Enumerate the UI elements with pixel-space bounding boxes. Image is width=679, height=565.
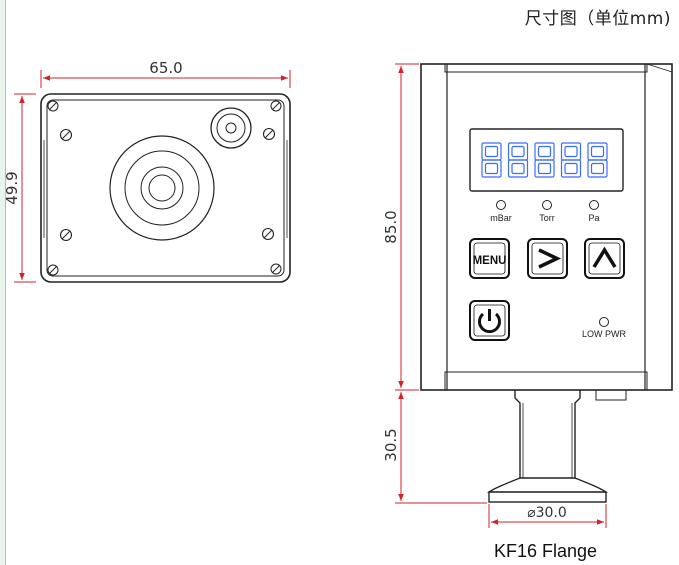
next-button[interactable] xyxy=(527,238,568,279)
display-digit xyxy=(507,142,529,178)
corner-screw-2 xyxy=(270,100,282,112)
digit-segment xyxy=(590,162,605,175)
dimension-label-body: 85.0 xyxy=(382,210,400,243)
display-digit xyxy=(534,142,555,178)
unit-label-torr: Torr xyxy=(539,213,555,223)
digit-segment xyxy=(537,145,552,158)
screw-bottom-right xyxy=(261,227,275,241)
corner-screw-1 xyxy=(47,100,59,112)
led-pa xyxy=(589,200,599,210)
menu-button[interactable]: MENU xyxy=(469,238,510,279)
display-digit xyxy=(481,142,502,178)
top-view xyxy=(14,70,291,283)
digit-segment xyxy=(511,162,525,175)
screw-top-left xyxy=(59,128,73,142)
digit-segment xyxy=(537,162,552,175)
stem-and-flange xyxy=(486,390,609,503)
display-window xyxy=(469,128,624,192)
low-power-indicator: LOW PWR xyxy=(582,317,626,339)
unit-label-mbar: mBar xyxy=(490,213,512,223)
up-button[interactable] xyxy=(584,238,625,279)
dimension-label-height: 49.9 xyxy=(3,171,21,204)
digit-segment xyxy=(590,145,605,158)
flange-caption: KF16 Flange xyxy=(494,541,598,561)
digit-segment xyxy=(481,142,502,161)
digit-segment xyxy=(511,145,525,158)
digit-segment xyxy=(534,142,555,161)
digit-segment xyxy=(507,142,529,161)
sensor-port xyxy=(109,135,215,241)
corner-screw-3 xyxy=(47,264,59,276)
digit-segment xyxy=(587,142,608,161)
digit-segment xyxy=(507,159,529,178)
dimension-label-flange: ⌀30.0 xyxy=(527,505,567,521)
connector-port xyxy=(210,107,252,149)
page-title: 尺寸图（单位mm) xyxy=(524,9,671,29)
chevron-up-icon xyxy=(592,246,617,268)
low-power-label: LOW PWR xyxy=(582,329,626,339)
display-digit xyxy=(560,142,582,178)
digit-segment xyxy=(481,159,502,178)
corner-screw-4 xyxy=(270,263,282,275)
led-low-power xyxy=(599,317,609,327)
unit-label-pa: Pa xyxy=(588,213,599,223)
digit-segment xyxy=(564,162,578,175)
led-torr xyxy=(542,200,552,210)
digit-segment xyxy=(484,162,499,175)
digit-segment xyxy=(560,159,582,178)
unit-indicators: mBar Torr Pa xyxy=(490,200,600,223)
front-view xyxy=(420,63,673,401)
menu-button-label: MENU xyxy=(473,255,507,267)
page-left-border xyxy=(0,0,6,565)
chevron-right-icon xyxy=(538,248,562,269)
digit-segment xyxy=(587,159,608,178)
dimension-label-width: 65.0 xyxy=(149,59,182,77)
power-button[interactable] xyxy=(469,300,510,341)
digit-segment xyxy=(564,145,578,158)
dimension-label-stem: 30.5 xyxy=(382,428,400,461)
screw-bottom-left xyxy=(59,228,73,242)
digit-segment xyxy=(534,159,555,178)
digit-segment xyxy=(484,145,499,158)
screw-top-right xyxy=(262,127,276,141)
seven-segment-display xyxy=(481,142,608,178)
digit-segment xyxy=(560,142,582,161)
display-digit xyxy=(587,142,608,178)
led-mbar xyxy=(496,200,506,210)
power-icon xyxy=(478,309,501,334)
